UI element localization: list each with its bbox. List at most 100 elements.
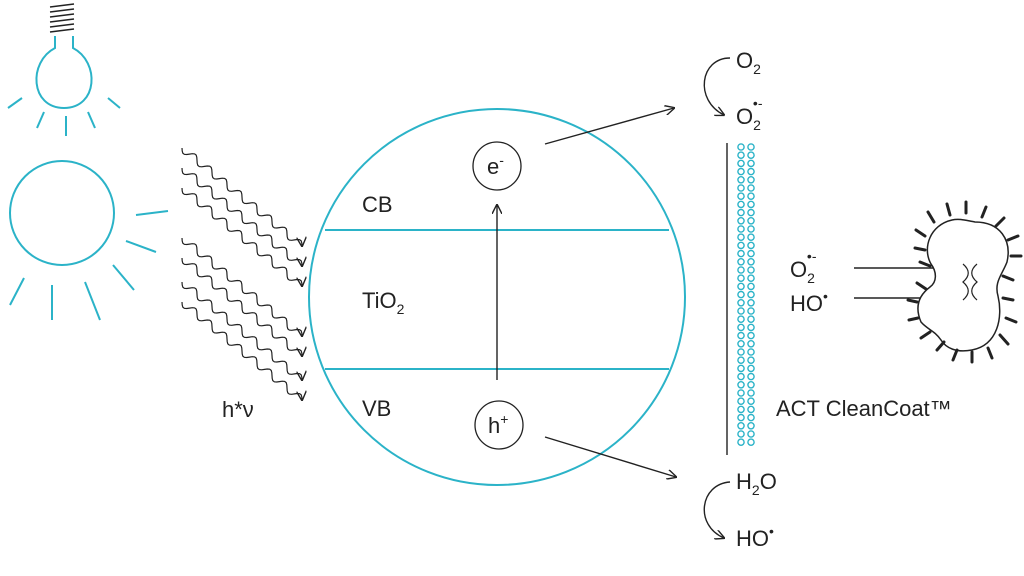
coating-particle	[737, 249, 745, 258]
bacterium-cilium	[926, 210, 936, 224]
coating-particles	[737, 143, 755, 447]
coating-particle	[737, 266, 745, 274]
attack-superoxide-label: O2•-	[790, 248, 817, 286]
coating-particle	[747, 249, 755, 258]
hole-transfer-arrow	[544, 436, 676, 477]
coating-particle	[737, 151, 745, 159]
coating-particle	[737, 397, 745, 406]
coating-particle	[747, 167, 755, 176]
coating-particle	[737, 307, 745, 315]
coating-particle	[747, 315, 755, 324]
coating-particle	[747, 290, 755, 299]
tio2-label: TiO2	[362, 288, 405, 317]
coating-particle	[747, 159, 755, 168]
coating-particle	[747, 421, 755, 430]
light-wave	[181, 301, 302, 400]
water-label: H2O	[736, 469, 777, 498]
coating-particle	[747, 438, 755, 447]
bacterium-cilium	[1001, 274, 1015, 282]
coating-particle	[747, 405, 755, 414]
coating-particle	[747, 208, 755, 217]
coating-particle	[737, 274, 745, 283]
bacterium-cilium	[907, 316, 920, 322]
oxygen-reduction-curve-arrow	[703, 57, 731, 115]
coating-particle	[747, 225, 755, 233]
coating-particle	[737, 257, 745, 266]
bacterium-cilium	[913, 246, 927, 252]
electron: e-	[472, 141, 522, 191]
oxygen-label: O2	[736, 48, 761, 77]
coating-particle	[737, 323, 745, 332]
coating-particle	[747, 380, 755, 389]
bacterium-icon	[906, 200, 1023, 364]
coating-particle	[747, 364, 755, 373]
wavy-light-arrows-icon	[181, 147, 302, 400]
coating-particle	[747, 200, 755, 209]
coating-particle	[737, 282, 745, 291]
coating-particle	[737, 364, 745, 373]
coating-particle	[737, 405, 745, 414]
superoxide-label: O2•-	[736, 95, 763, 133]
coating-particle	[747, 430, 755, 438]
coating-particle	[737, 225, 745, 233]
coating-particle	[737, 167, 745, 176]
hole: h+	[474, 400, 524, 450]
coating-particle	[737, 143, 745, 151]
coating-particle	[737, 380, 745, 389]
coating-particle	[747, 323, 755, 332]
coating-particle	[737, 184, 745, 192]
dna-icon	[962, 263, 978, 301]
coating-particle	[737, 208, 745, 217]
coating-particle	[747, 348, 755, 356]
coating-particle	[747, 356, 755, 365]
coating-particle	[747, 216, 755, 225]
light-wave	[181, 237, 302, 336]
coating-particle	[747, 397, 755, 406]
coating-particle	[747, 266, 755, 274]
coating-particle	[737, 159, 745, 168]
coating-particle	[737, 200, 745, 209]
light-wave	[181, 147, 302, 246]
coating-particle	[737, 413, 745, 422]
light-wave	[181, 187, 302, 286]
light-energy-label: h*ν	[222, 397, 254, 422]
sun-icon	[9, 160, 169, 321]
bacterium-cilium	[986, 346, 994, 360]
coating-particle	[747, 175, 755, 184]
coating-particle	[737, 356, 745, 365]
bacterium-cilium	[998, 333, 1010, 346]
bacterium-cilium	[1004, 316, 1018, 324]
coating-particle	[747, 241, 755, 250]
coating-particle	[747, 372, 755, 381]
water-oxidation-curve-arrow	[703, 481, 731, 538]
bacterium-cilium	[919, 330, 932, 340]
coating-particle	[737, 339, 745, 348]
light-wave	[181, 281, 302, 380]
coating-particle	[747, 143, 755, 151]
svg-text:e-: e-	[487, 152, 504, 179]
coating-particle	[747, 151, 755, 159]
coating-particle	[737, 372, 745, 381]
coating-particle	[737, 315, 745, 324]
coating-label: ACT CleanCoat™	[776, 396, 952, 421]
hydroxyl-label: HO•	[736, 523, 774, 551]
attack-hydroxyl-label: HO•	[790, 288, 828, 316]
coating-particle	[747, 307, 755, 315]
coating-particle	[737, 175, 745, 184]
bacterium-cilium	[994, 216, 1006, 228]
valence-band-label: VB	[362, 396, 391, 421]
bacterium-cilium	[1001, 296, 1015, 302]
conduction-band-label: CB	[362, 192, 393, 217]
coating-particle	[747, 233, 755, 241]
coating-particle	[747, 282, 755, 291]
coating-particle	[737, 192, 745, 200]
coating-particle	[747, 298, 755, 307]
light-bulb-icon	[7, 3, 121, 136]
coating-particle	[747, 413, 755, 422]
bacterium-cilium	[980, 205, 988, 219]
coating-particle	[747, 184, 755, 192]
coating-particle	[737, 233, 745, 241]
bacterium-cilium	[935, 340, 946, 352]
coating-particle	[737, 298, 745, 307]
